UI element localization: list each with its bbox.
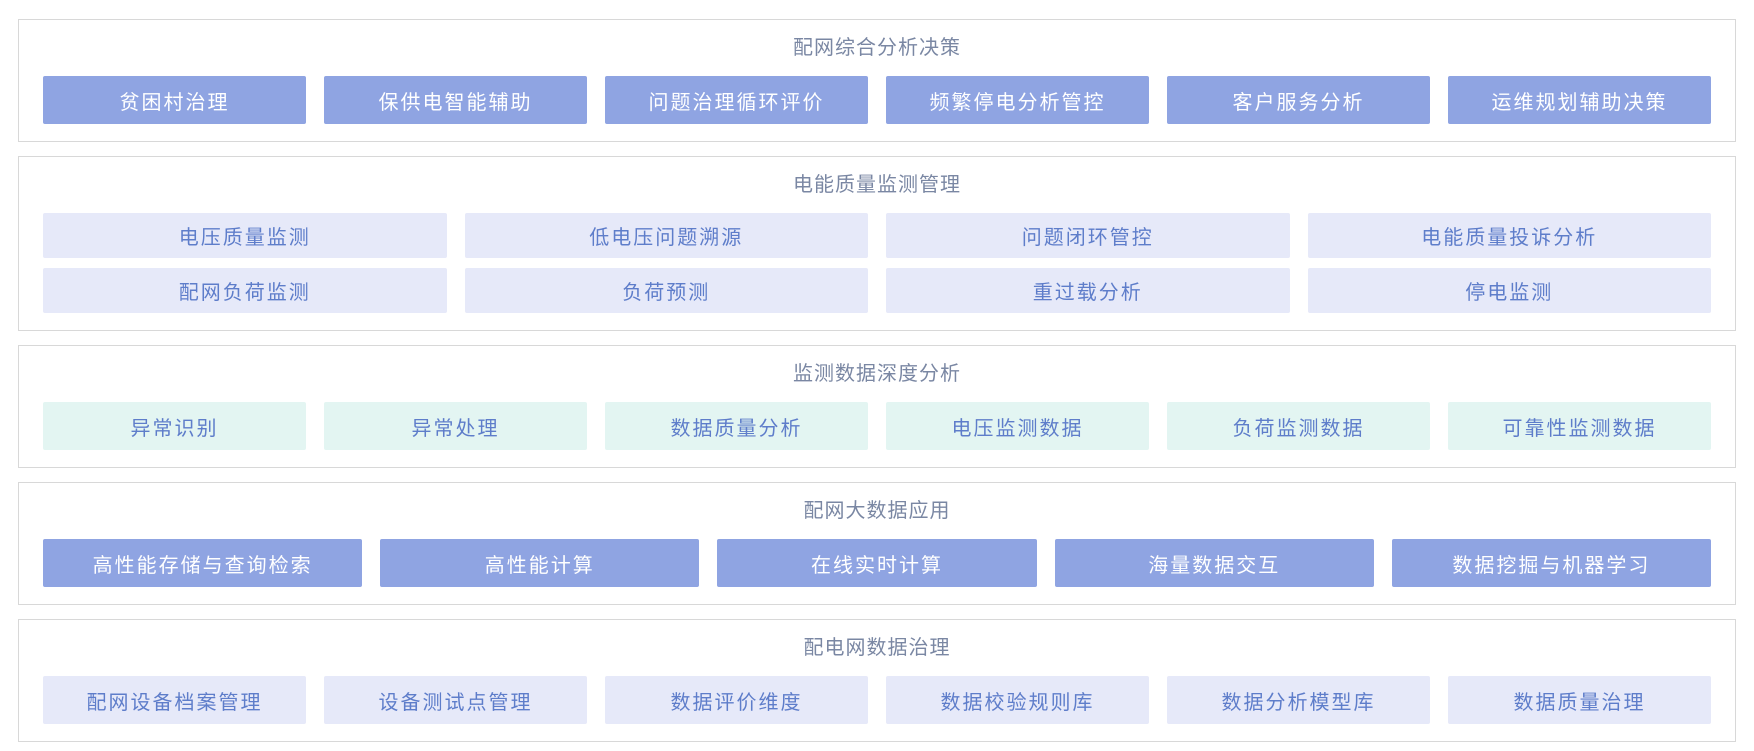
- tile-button[interactable]: 电压监测数据: [886, 402, 1149, 450]
- section-distribution-analysis-decision: 配网综合分析决策贫困村治理保供电智能辅助问题治理循环评价频繁停电分析管控客户服务…: [18, 19, 1736, 142]
- tile-button[interactable]: 运维规划辅助决策: [1448, 76, 1711, 124]
- tile-button[interactable]: 高性能存储与查询检索: [43, 539, 363, 587]
- tile-button[interactable]: 设备测试点管理: [324, 676, 587, 724]
- tile-button[interactable]: 电能质量投诉分析: [1307, 213, 1711, 258]
- tile-row: 配网负荷监测负荷预测重过载分析停电监测: [43, 268, 1711, 313]
- section-title: 配网综合分析决策: [793, 37, 961, 59]
- section-title: 电能质量监测管理: [793, 174, 961, 196]
- tile-button[interactable]: 停电监测: [1307, 268, 1711, 313]
- tile-button[interactable]: 配网设备档案管理: [43, 676, 306, 724]
- tile-button[interactable]: 频繁停电分析管控: [886, 76, 1149, 124]
- tile-button[interactable]: 电压质量监测: [43, 213, 447, 258]
- tile-button[interactable]: 低电压问题溯源: [464, 213, 868, 258]
- tile-button[interactable]: 客户服务分析: [1167, 76, 1430, 124]
- tile-button[interactable]: 数据校验规则库: [886, 676, 1149, 724]
- tile-button[interactable]: 可靠性监测数据: [1448, 402, 1711, 450]
- tile-button[interactable]: 数据挖掘与机器学习: [1391, 539, 1712, 587]
- section-power-quality-monitoring: 电能质量监测管理电压质量监测低电压问题溯源问题闭环管控电能质量投诉分析配网负荷监…: [18, 156, 1736, 331]
- tile-button[interactable]: 高性能计算: [380, 539, 700, 587]
- tile-button[interactable]: 配网负荷监测: [43, 268, 447, 313]
- tile-button[interactable]: 数据评价维度: [605, 676, 868, 724]
- tile-button[interactable]: 保供电智能辅助: [324, 76, 587, 124]
- tile-button[interactable]: 负荷监测数据: [1167, 402, 1430, 450]
- tile-row: 异常识别异常处理数据质量分析电压监测数据负荷监测数据可靠性监测数据: [43, 402, 1711, 450]
- section-distribution-big-data: 配网大数据应用高性能存储与查询检索高性能计算在线实时计算海量数据交互数据挖掘与机…: [18, 482, 1736, 605]
- tile-button[interactable]: 海量数据交互: [1054, 539, 1374, 587]
- section-distribution-data-governance: 配电网数据治理配网设备档案管理设备测试点管理数据评价维度数据校验规则库数据分析模…: [18, 619, 1736, 742]
- tile-button[interactable]: 异常处理: [324, 402, 587, 450]
- tile-row: 电压质量监测低电压问题溯源问题闭环管控电能质量投诉分析: [43, 213, 1711, 258]
- tile-row: 贫困村治理保供电智能辅助问题治理循环评价频繁停电分析管控客户服务分析运维规划辅助…: [43, 76, 1711, 124]
- tile-button[interactable]: 在线实时计算: [717, 539, 1037, 587]
- tile-row: 高性能存储与查询检索高性能计算在线实时计算海量数据交互数据挖掘与机器学习: [43, 539, 1712, 587]
- tile-button[interactable]: 问题闭环管控: [886, 213, 1290, 258]
- tile-row: 配网设备档案管理设备测试点管理数据评价维度数据校验规则库数据分析模型库数据质量治…: [43, 676, 1711, 724]
- section-title: 监测数据深度分析: [793, 363, 961, 385]
- tile-button[interactable]: 重过载分析: [886, 268, 1290, 313]
- section-monitoring-data-deep-analysis: 监测数据深度分析异常识别异常处理数据质量分析电压监测数据负荷监测数据可靠性监测数…: [18, 345, 1736, 468]
- tile-button[interactable]: 数据分析模型库: [1167, 676, 1430, 724]
- tile-button[interactable]: 贫困村治理: [43, 76, 306, 124]
- section-title: 配电网数据治理: [803, 637, 951, 659]
- tile-button[interactable]: 数据质量分析: [605, 402, 868, 450]
- function-map: 配网综合分析决策贫困村治理保供电智能辅助问题治理循环评价频繁停电分析管控客户服务…: [0, 19, 1754, 742]
- section-title: 配网大数据应用: [803, 500, 951, 522]
- tile-button[interactable]: 数据质量治理: [1448, 676, 1711, 724]
- tile-button[interactable]: 负荷预测: [464, 268, 868, 313]
- tile-button[interactable]: 异常识别: [43, 402, 306, 450]
- tile-button[interactable]: 问题治理循环评价: [605, 76, 868, 124]
